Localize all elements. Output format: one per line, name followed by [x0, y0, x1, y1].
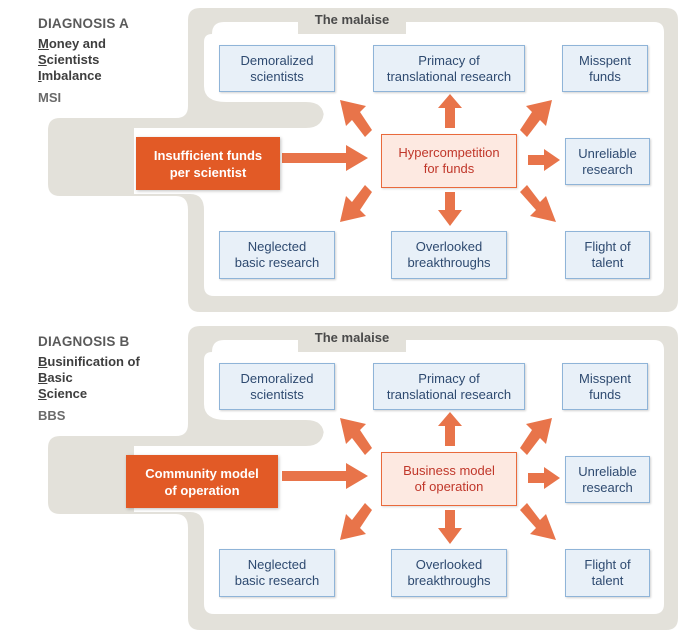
center-box: Hypercompetition for funds	[381, 134, 517, 188]
diagnosis-name: Money and Scientists Imbalance	[38, 36, 106, 84]
diagnosis-name-line: Money and	[38, 36, 106, 52]
name-initial: M	[38, 36, 49, 51]
effect-label: Flight of talent	[584, 557, 631, 588]
diagnosis-name-line: Basic	[38, 370, 140, 386]
effect-unreliable-research: Unreliable research	[565, 456, 650, 503]
effect-demoralized-scientists: Demoralized scientists	[219, 363, 335, 410]
cause-label: Insufficient funds per scientist	[153, 147, 263, 180]
effect-label: Demoralized scientists	[240, 52, 314, 84]
effect-primacy-translational: Primacy of translational research	[373, 363, 525, 410]
effect-label: Unreliable research	[578, 145, 637, 177]
name-rest: oney and	[48, 36, 106, 51]
diagnosis-name-line: Imbalance	[38, 68, 106, 84]
effect-label: Demoralized scientists	[240, 370, 314, 402]
effect-label: Flight of talent	[584, 239, 631, 270]
name-rest: asic	[47, 370, 73, 385]
effect-label: Misspent funds	[578, 370, 632, 402]
name-rest: mbalance	[41, 68, 102, 83]
effect-overlooked-breakthroughs: Overlooked breakthroughs	[391, 231, 507, 279]
effect-overlooked-breakthroughs: Overlooked breakthroughs	[391, 549, 507, 597]
cause-box: Insufficient funds per scientist	[136, 137, 280, 190]
effect-label: Unreliable research	[578, 463, 637, 495]
effect-label: Primacy of translational research	[386, 52, 512, 84]
diagnosis-name-line: Businification of	[38, 354, 140, 370]
name-rest: cientists	[46, 52, 100, 67]
effect-misspent-funds: Misspent funds	[562, 363, 648, 410]
effect-unreliable-research: Unreliable research	[565, 138, 650, 185]
diagnosis-heading: DIAGNOSIS B	[38, 334, 130, 349]
effect-neglected-basic-research: Neglected basic research	[219, 231, 335, 279]
center-box: Business model of operation	[381, 452, 517, 506]
diagnosis-abbreviation: MSI	[38, 90, 62, 105]
cause-box: Community model of operation	[126, 455, 278, 508]
effect-label: Misspent funds	[578, 52, 632, 84]
name-initial: B	[38, 370, 48, 385]
diagnosis-heading: DIAGNOSIS A	[38, 16, 129, 31]
effect-label: Neglected basic research	[234, 557, 320, 588]
malaise-label: The malaise	[314, 330, 390, 345]
name-initial: I	[38, 68, 42, 83]
cause-label: Community model of operation	[145, 465, 259, 498]
effect-label: Overlooked breakthroughs	[407, 557, 491, 588]
effect-label: Overlooked breakthroughs	[407, 239, 491, 270]
diagram-a: DIAGNOSIS A Money and Scientists Imbalan…	[0, 0, 680, 312]
effect-neglected-basic-research: Neglected basic research	[219, 549, 335, 597]
malaise-label: The malaise	[314, 12, 390, 27]
diagnosis-abbreviation: BBS	[38, 408, 66, 423]
diagnosis-name: Businification of Basic Science	[38, 354, 140, 402]
effect-primacy-translational: Primacy of translational research	[373, 45, 525, 92]
effect-flight-of-talent: Flight of talent	[565, 549, 650, 597]
name-rest: usinification of	[47, 354, 140, 369]
diagnosis-name-line: Science	[38, 386, 140, 402]
effect-label: Neglected basic research	[234, 239, 320, 270]
name-initial: S	[38, 52, 47, 67]
name-initial: B	[38, 354, 48, 369]
effect-flight-of-talent: Flight of talent	[565, 231, 650, 279]
diagnosis-name-line: Scientists	[38, 52, 106, 68]
effect-misspent-funds: Misspent funds	[562, 45, 648, 92]
center-label: Business model of operation	[403, 463, 495, 494]
effect-label: Primacy of translational research	[386, 370, 512, 402]
center-label: Hypercompetition for funds	[398, 145, 500, 176]
name-rest: cience	[46, 386, 88, 401]
diagram-b: DIAGNOSIS B Businification of Basic Scie…	[0, 318, 680, 630]
effect-demoralized-scientists: Demoralized scientists	[219, 45, 335, 92]
name-initial: S	[38, 386, 47, 401]
